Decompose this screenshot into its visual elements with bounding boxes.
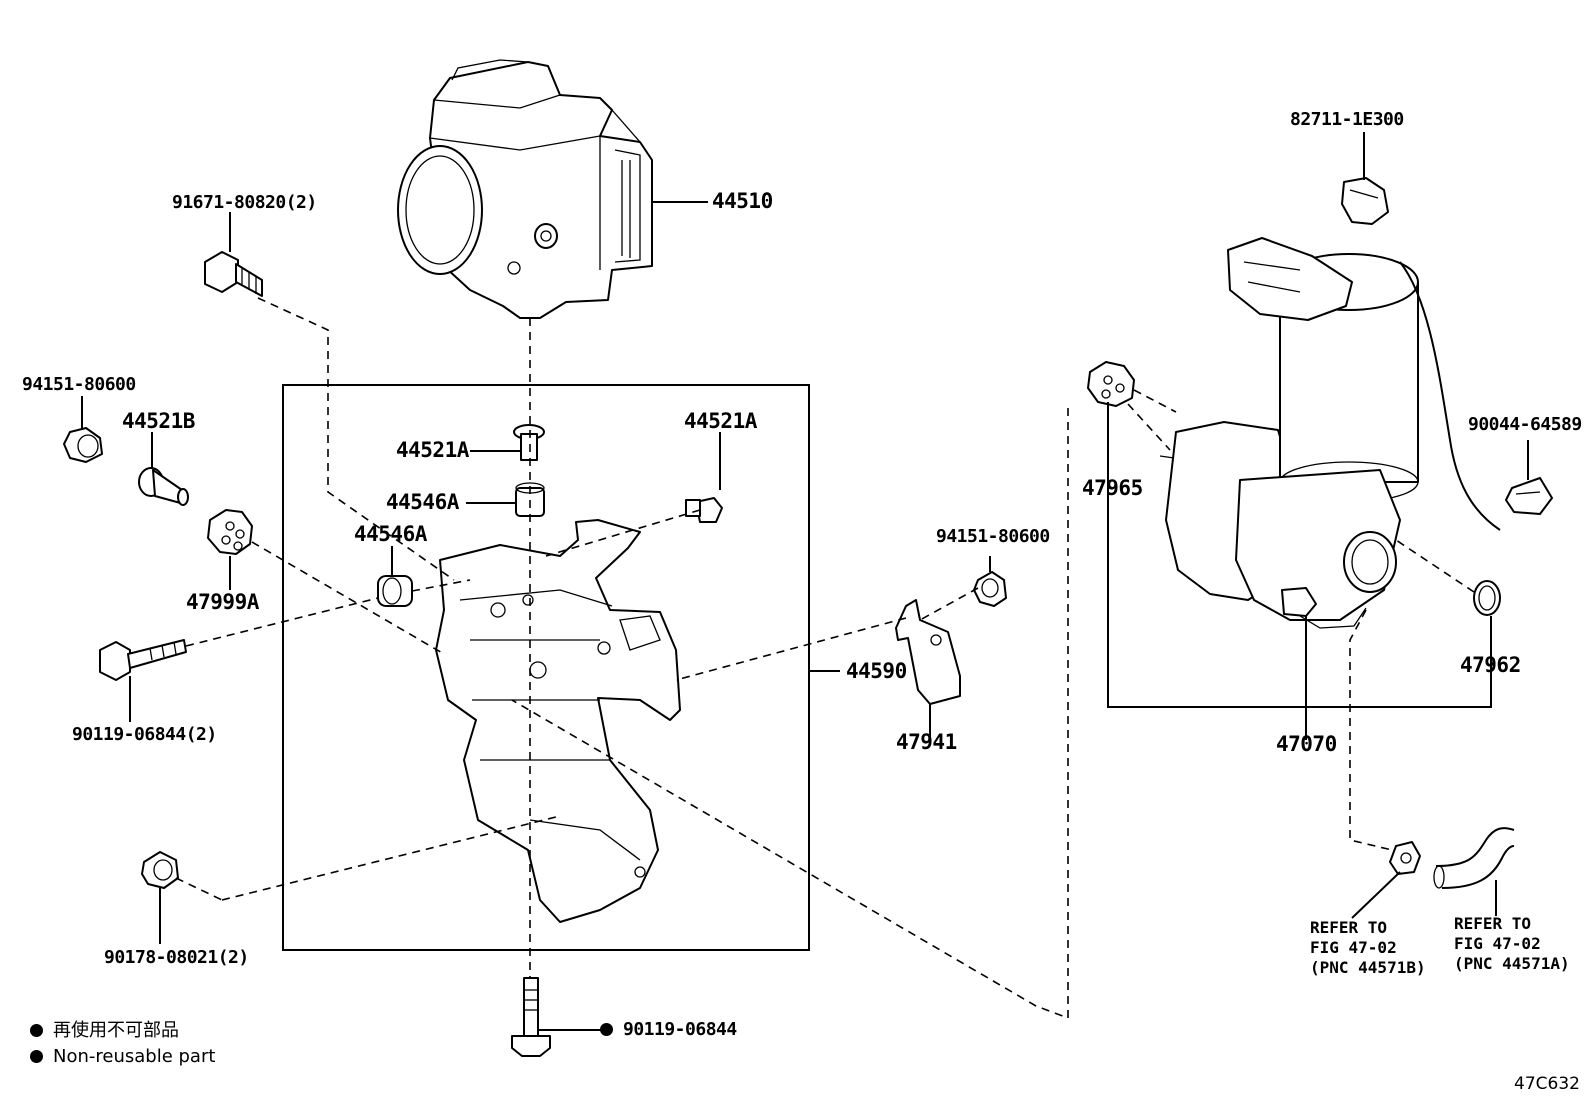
label-47070: 47070 (1276, 732, 1337, 756)
label-47962: 47962 (1460, 653, 1521, 677)
label-44510: 44510 (712, 189, 773, 213)
label-47965: 47965 (1082, 476, 1143, 500)
legend-japanese: 再使用不可部品 (30, 1020, 179, 1042)
refer-note-44571B: REFER TO FIG 47-02 (PNC 44571B) (1310, 918, 1426, 978)
legend-english: Non-reusable part (30, 1046, 215, 1068)
label-44521A-right: 44521A (684, 409, 757, 433)
abs-actuator-drawing (397, 59, 653, 319)
legend-english-text: Non-reusable part (53, 1046, 216, 1067)
bolt-90119-bottom-drawing (511, 977, 551, 1057)
dash-90178-b (221, 815, 561, 901)
label-90119-06844-left: 90119-06844(2) (72, 724, 217, 745)
label-47941: 47941 (896, 730, 957, 754)
label-94151-80600-right: 94151-80600 (936, 526, 1050, 547)
dash-47999A (251, 541, 445, 655)
refer-note-a-line3: (PNC 44571A) (1454, 954, 1570, 973)
label-91671-80820: 91671-80820(2) (172, 192, 317, 213)
clip-82711-drawing (1341, 177, 1389, 225)
label-82711-1E300: 82711-1E300 (1290, 109, 1404, 130)
collar-44521A-right-drawing (685, 497, 723, 523)
grommet-47965-drawing (1087, 361, 1135, 407)
non-reusable-marker (600, 1023, 613, 1036)
ring-47962-drawing (1473, 580, 1501, 616)
dash-44521A-right (545, 509, 701, 557)
cushion-44546A-left-drawing (377, 575, 413, 607)
dash-94151-right (919, 587, 979, 621)
legend-dot-icon (30, 1050, 43, 1063)
label-94151-80600-left: 94151-80600 (22, 374, 136, 395)
dash-47941-to-bracket (675, 617, 907, 681)
figure-code: 47C632 (1514, 1074, 1580, 1094)
refer-note-b-line3: (PNC 44571B) (1310, 958, 1426, 977)
label-44521B: 44521B (122, 409, 195, 433)
dash-44546A-left (411, 579, 471, 592)
flange-bolt-91671-drawing (204, 251, 263, 297)
bracket-assembly-box (282, 384, 810, 951)
label-90178-08021: 90178-08021(2) (104, 947, 249, 968)
label-44546A-upper: 44546A (386, 490, 459, 514)
clamp-90044-drawing (1505, 477, 1553, 515)
collar-44521A-center-drawing (513, 424, 545, 461)
bracket-47941-drawing (895, 599, 961, 705)
dash-47965 (1133, 389, 1177, 413)
grommet-47999A-drawing (207, 509, 253, 555)
bolt-90119-left-drawing (99, 639, 187, 681)
bracket-44590-drawing (435, 519, 681, 923)
label-90119-06844-bottom-text: 90119-06844 (623, 1019, 737, 1040)
refer-note-b-line2: FIG 47-02 (1310, 938, 1397, 957)
legend-dot-icon (30, 1024, 43, 1037)
hose-drawing (1433, 827, 1515, 889)
dash-pump-to-clip (1349, 609, 1393, 851)
refer-note-44571A: REFER TO FIG 47-02 (PNC 44571A) (1454, 914, 1570, 974)
leader-refer-b (1351, 871, 1401, 919)
dash-47965-b (1127, 403, 1171, 451)
refer-note-a-line2: FIG 47-02 (1454, 934, 1541, 953)
label-44546A-lower: 44546A (354, 522, 427, 546)
pump-motor-47070-drawing (1159, 237, 1501, 629)
label-90119-06844-bottom: 90119-06844 (600, 1020, 737, 1040)
refer-note-b-line1: REFER TO (1310, 918, 1388, 937)
dash-90178 (175, 877, 223, 901)
sleeve-44521B-drawing (138, 467, 189, 506)
nut-94151-right-drawing (973, 571, 1007, 607)
dash-90119-left (185, 597, 379, 647)
label-44521A-left: 44521A (396, 438, 469, 462)
hose-clip-drawing (1389, 841, 1421, 875)
label-47999A: 47999A (186, 590, 259, 614)
dash-47962 (1395, 539, 1475, 593)
label-90044-64589: 90044-64589 (1468, 414, 1582, 435)
label-44590: 44590 (846, 659, 907, 683)
nut-90178-drawing (141, 851, 179, 889)
nut-94151-left-drawing (63, 427, 103, 463)
refer-note-a-line1: REFER TO (1454, 914, 1532, 933)
legend-japanese-text: 再使用不可部品 (53, 1020, 179, 1041)
pump-assembly-bracket (1107, 397, 1492, 708)
dash-91671-to-bracket (257, 297, 455, 581)
